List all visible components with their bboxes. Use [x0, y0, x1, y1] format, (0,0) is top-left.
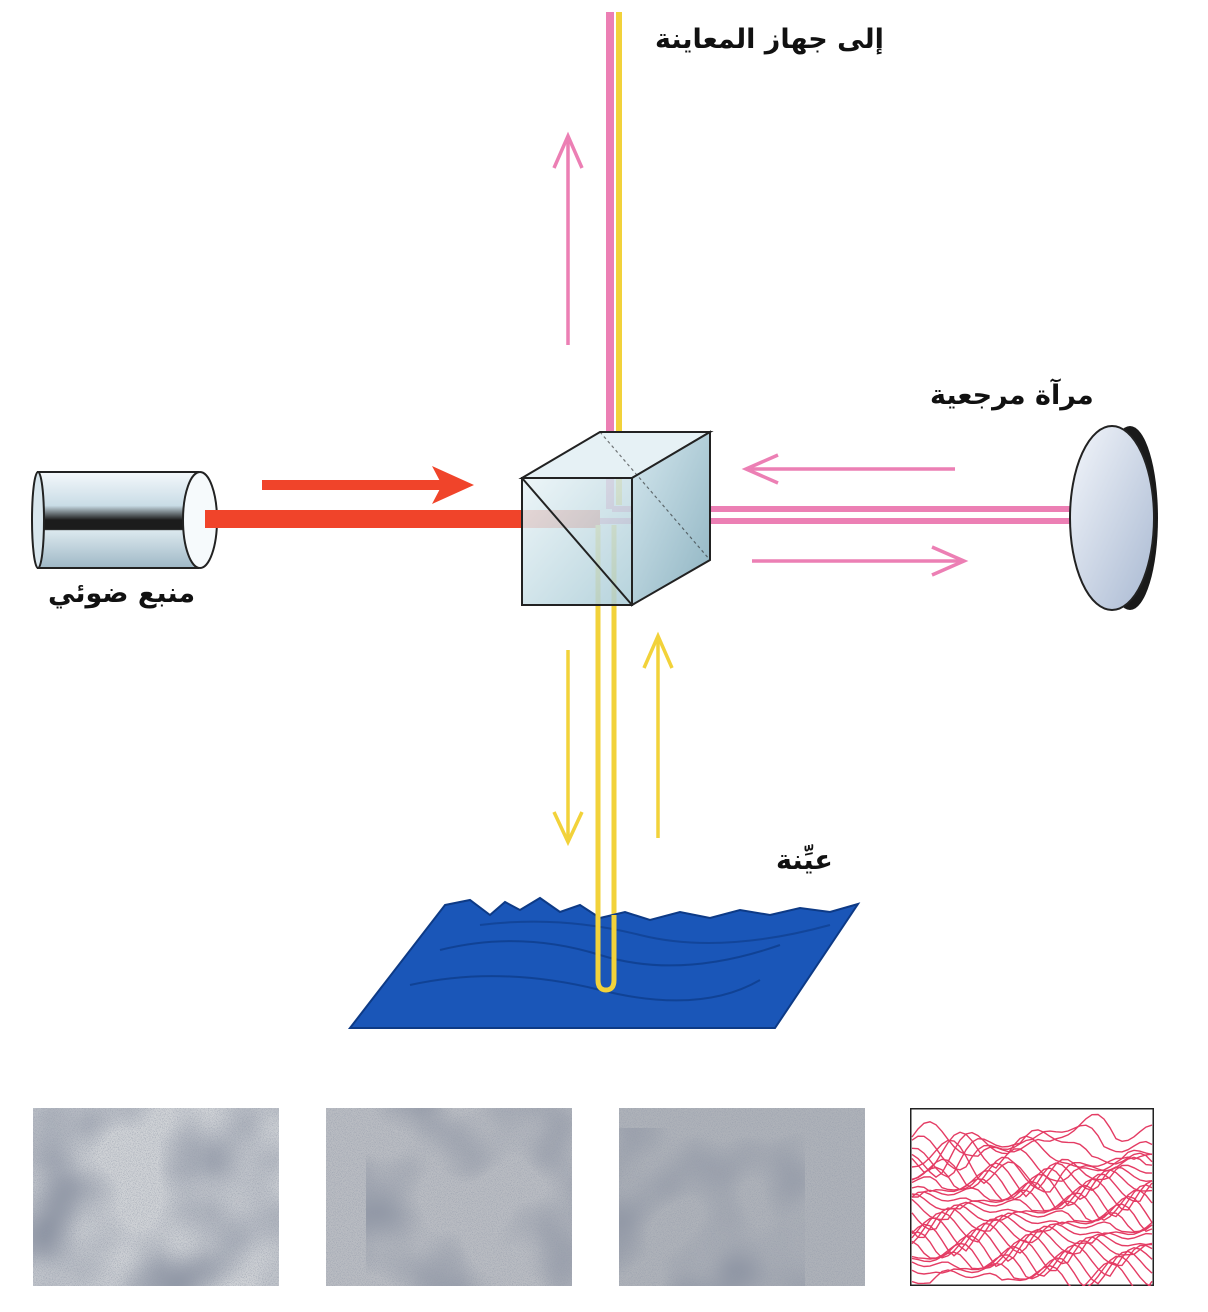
surface-map-line	[911, 1113, 1153, 1157]
surface-map-line	[912, 1178, 1153, 1211]
surface-map-line	[911, 1217, 1153, 1252]
interference-image-1	[33, 1108, 279, 1286]
reference-mirror-icon	[1069, 425, 1158, 611]
surface-map-line	[911, 1156, 1153, 1190]
surface-map-line	[911, 1124, 1153, 1171]
surface-map-line	[911, 1244, 1153, 1277]
surface-map-line	[911, 1129, 1153, 1178]
surface-map-line	[911, 1195, 1153, 1223]
sample-label: عيِّنة	[776, 845, 833, 876]
surface-map-line	[911, 1255, 1152, 1286]
surface-map-line	[911, 1261, 1153, 1286]
beam-splitter-icon	[518, 430, 714, 607]
surface-map-line	[911, 1250, 1153, 1285]
surface-map-line	[911, 1203, 1153, 1233]
reference-beam	[552, 12, 1118, 577]
interference-image-2	[326, 1108, 572, 1286]
surface-map-line	[911, 1167, 1153, 1201]
surface-map-image	[910, 1108, 1154, 1286]
surface-map-line	[911, 1222, 1153, 1257]
surface-map-line	[911, 1207, 1153, 1239]
light-source-label: منبع ضوئي	[48, 578, 196, 609]
surface-map-line	[911, 1233, 1153, 1268]
surface-map-line	[911, 1131, 1153, 1182]
surface-map-line	[911, 1173, 1153, 1207]
observer-label: إلى جهاز المعاينة	[655, 24, 884, 55]
light-source-icon	[31, 471, 218, 569]
interference-image-3	[619, 1108, 865, 1286]
source-beam	[205, 466, 600, 528]
sample-surface-icon	[347, 896, 861, 1029]
surface-map-line	[911, 1162, 1153, 1198]
reference-mirror-label: مرآة مرجعية	[930, 380, 1094, 411]
